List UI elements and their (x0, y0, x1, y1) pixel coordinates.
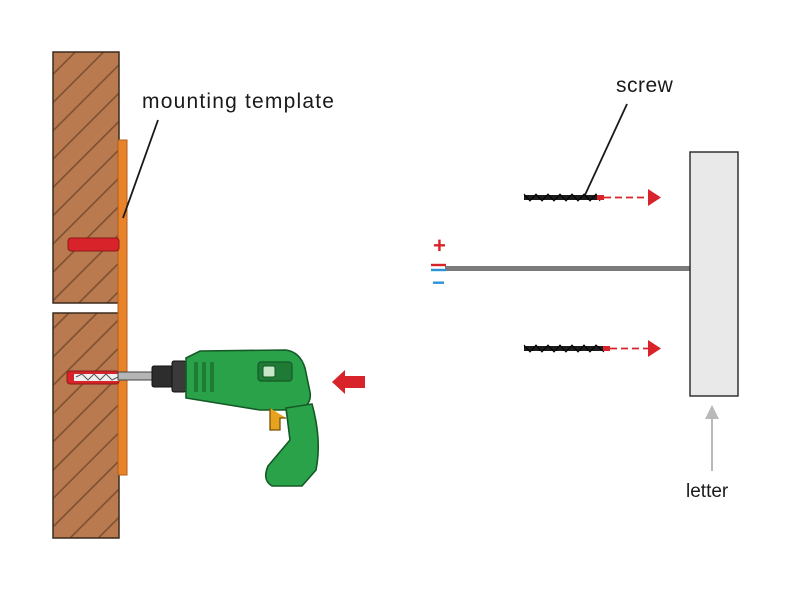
wall-anchor-lower (66, 370, 120, 385)
plus-sign: + (433, 233, 446, 258)
mounting-template-label: mounting template (142, 90, 336, 113)
wall-lower-block (52, 312, 120, 539)
level-rod (445, 266, 690, 271)
arrow-up-icon (705, 405, 719, 471)
wall-upper-block (52, 51, 120, 304)
drill-icon (117, 349, 320, 487)
arrow-right-icon (648, 340, 661, 357)
minus-sign: − (432, 270, 445, 295)
screw-label: screw (616, 74, 674, 97)
wall-anchor-upper (67, 237, 120, 252)
screw-lower (523, 340, 661, 357)
screw-leader-line (584, 103, 628, 196)
wall (52, 51, 120, 539)
screw-upper (523, 189, 661, 206)
mounting-template (117, 139, 128, 476)
arrow-right-icon (648, 189, 661, 206)
letter-label: letter (686, 481, 729, 502)
letter-block (689, 151, 739, 397)
arrow-left-icon (332, 370, 365, 394)
template-leader-line (122, 119, 159, 219)
